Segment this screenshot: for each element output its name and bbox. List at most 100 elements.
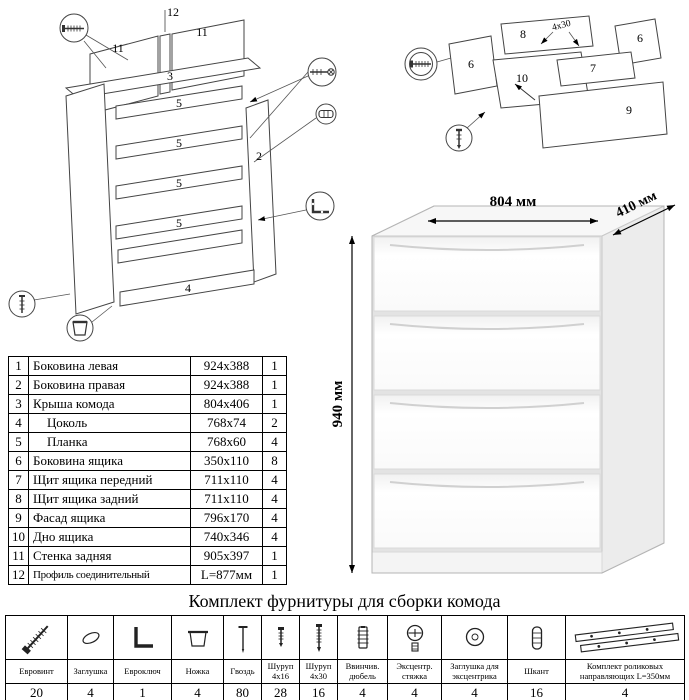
threaded-dowel-icon <box>357 625 368 649</box>
part-name: Боковина правая <box>28 375 191 395</box>
callout-dowel <box>253 103 337 163</box>
right-side-panel <box>245 99 277 283</box>
part-number: 8 <box>8 489 29 509</box>
foot-icon <box>72 320 88 336</box>
drawer-exploded-diagram: 6 8 6 10 7 9 4x30 <box>404 15 668 152</box>
table-row: 8 Щит ящика задний 711x110 4 <box>8 489 287 509</box>
part-qty: 1 <box>262 394 287 414</box>
hardware-qty: 16 <box>507 683 566 700</box>
part-qty: 4 <box>262 432 287 452</box>
screw-short-icon <box>277 626 284 647</box>
table-row: 2 Боковина правая 924x388 1 <box>8 375 287 395</box>
rail-3 <box>115 165 243 200</box>
part-qty: 1 <box>262 565 287 585</box>
part-number: 12 <box>8 565 29 585</box>
hardware-qty: 80 <box>223 683 262 700</box>
hardware-qty: 4 <box>171 683 224 700</box>
pin-icon <box>19 295 25 313</box>
screw-icon <box>310 68 335 76</box>
label-right-side: 2 <box>256 149 262 163</box>
label-profile: 12 <box>167 5 179 19</box>
part-size: 796x170 <box>190 508 263 528</box>
part-qty: 1 <box>262 546 287 566</box>
part-size: 350x110 <box>190 451 263 471</box>
wood-dowel-icon <box>531 625 542 650</box>
hardware-qty: 4 <box>67 683 114 700</box>
part-number: 3 <box>8 394 29 414</box>
drawer-back <box>500 15 594 55</box>
part-qty: 8 <box>262 451 287 471</box>
part-qty: 1 <box>262 356 287 376</box>
drawer-facade <box>538 81 668 149</box>
hardware-name: Шуруп 4x16 <box>261 659 300 684</box>
dimension-width: 804 мм <box>428 194 598 224</box>
part-qty: 4 <box>262 527 287 547</box>
hardware-name: Евровинт <box>5 659 68 684</box>
callout-pin <box>8 290 71 318</box>
part-size: 740x346 <box>190 527 263 547</box>
part-name: Дно ящика <box>28 527 191 547</box>
dimension-height: 940 мм <box>330 236 355 573</box>
hardware-name: Шкант <box>507 659 566 684</box>
hardware-name: Ввинчив. дюбель <box>337 659 388 684</box>
table-row: 1 Боковина левая 924x388 1 <box>8 356 287 376</box>
hardware-qty: 28 <box>261 683 300 700</box>
table-row: 11 Стенка задняя 905x397 1 <box>8 546 287 566</box>
part-size: 924x388 <box>190 375 263 395</box>
hardware-qty: 4 <box>337 683 388 700</box>
screw-size-pointer <box>540 31 580 47</box>
table-row: 3 Крыша комода 804x406 1 <box>8 394 287 414</box>
foot-icon <box>187 630 208 647</box>
dresser-outline <box>371 205 665 574</box>
assembly-arrow <box>514 83 536 101</box>
part-number: 4 <box>8 413 29 433</box>
part-size: L=877мм <box>190 565 263 585</box>
euroscrew-icon <box>410 60 431 68</box>
width-value: 804 мм <box>490 194 537 210</box>
dresser-plinth <box>371 551 603 574</box>
hardware-table: Евровинт Заглушка Евроключ Ножка Гвоздь … <box>5 615 685 700</box>
euroscrew-icon <box>62 25 84 32</box>
hardware-name: Евроключ <box>113 659 172 684</box>
label-rail-4: 5 <box>176 216 182 230</box>
label-front-shield: 7 <box>590 61 596 75</box>
part-qty: 4 <box>262 508 287 528</box>
label-back-panel-left: 11 <box>112 41 124 55</box>
part-name: Крыша комода <box>28 394 191 414</box>
part-name: Боковина левая <box>28 356 191 376</box>
dowel-icon <box>318 109 334 119</box>
part-name: Щит ящика задний <box>28 489 191 509</box>
label-side-left: 6 <box>468 57 474 71</box>
part-number: 10 <box>8 527 29 547</box>
label-rail-1: 5 <box>176 96 182 110</box>
hardware-qty-row: 20 4 1 4 80 28 16 4 4 4 16 4 <box>5 683 685 700</box>
nail-icon <box>238 625 247 653</box>
label-rail-2: 5 <box>176 136 182 150</box>
part-name: Стенка задняя <box>28 546 191 566</box>
part-number: 6 <box>8 451 29 471</box>
euroscrew-icon <box>21 624 48 654</box>
hardware-name: Комплект роликовых направляющих L=350мм <box>565 659 685 684</box>
part-number: 9 <box>8 508 29 528</box>
height-value: 940 мм <box>330 381 346 428</box>
table-row: 12 Профиль соединительный L=877мм 1 <box>8 565 287 585</box>
rail-1 <box>115 85 243 120</box>
hardware-qty: 4 <box>441 683 508 700</box>
hardware-qty: 20 <box>5 683 68 700</box>
table-row: 9 Фасад ящика 796x170 4 <box>8 508 287 528</box>
label-side-right: 6 <box>637 31 643 45</box>
hardware-icons-row <box>5 615 685 660</box>
drawer-front-3 <box>373 394 601 470</box>
hardware-kit-title: Комплект фурнитуры для сборки комода <box>188 591 501 611</box>
part-qty: 2 <box>262 413 287 433</box>
cam-lock-icon <box>406 624 423 652</box>
drawer-front-2 <box>373 315 601 391</box>
table-row: 5 Планка 768x60 4 <box>8 432 287 452</box>
drawer-front-shield <box>556 51 636 87</box>
part-size: 905x397 <box>190 546 263 566</box>
dresser-render: 804 мм 410 мм 940 мм <box>330 188 676 574</box>
label-back: 8 <box>520 27 526 41</box>
hardware-qty: 1 <box>113 683 172 700</box>
label-plinth: 4 <box>185 281 191 295</box>
